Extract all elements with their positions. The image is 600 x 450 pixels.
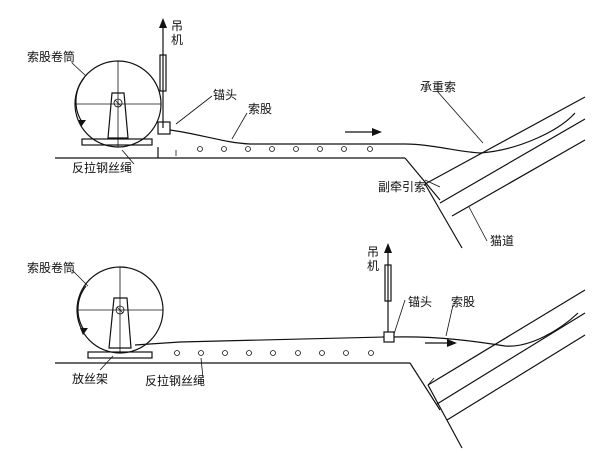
bottom-guide-rollers [174, 350, 374, 356]
top-reverse-rope-label: 反拉钢丝绳 [72, 160, 132, 175]
bottom-panel: 索股卷筒 吊机 锚头 索股 放丝架 反拉钢丝绳 [27, 243, 586, 449]
bottom-reverse-rope-label: 反拉钢丝绳 [145, 373, 205, 388]
top-platform [55, 147, 441, 201]
top-catwalk-label: 猫道 [490, 234, 514, 248]
bottom-strand-reel-label: 索股卷筒 [27, 260, 75, 275]
bottom-direction-arrow [425, 339, 457, 347]
bottom-strand-line [134, 336, 385, 346]
bottom-hoist [384, 243, 392, 332]
top-strand-reel-label: 索股卷筒 [27, 49, 75, 64]
bottom-catwalk [427, 289, 586, 449]
top-hoist [159, 18, 167, 128]
top-traction-cable-label: 副牵引索 [378, 180, 426, 194]
bottom-pay-off-frame-label: 放丝架 [72, 371, 108, 386]
top-guide-rollers [175, 146, 373, 156]
top-leader-lines [71, 62, 488, 242]
bottom-hoist-label: 吊机 [367, 245, 379, 273]
top-anchor-head-box [157, 121, 171, 135]
bottom-platform [55, 362, 441, 411]
top-direction-arrow [345, 128, 382, 136]
top-panel: 索股卷筒 吊机 锚头 索股 反拉钢丝绳 承重索 副牵引索 猫道 [27, 18, 586, 249]
top-strand-reel [74, 60, 162, 148]
top-anchor-head-label: 锚头 [213, 87, 237, 102]
bottom-strand-continuation [393, 312, 579, 347]
bottom-anchor-head-label: 锚头 [408, 294, 432, 309]
top-catwalk [424, 96, 586, 249]
bottom-strand-label: 索股 [451, 295, 475, 309]
bottom-leader-lines [71, 269, 454, 379]
top-strand-line [169, 112, 576, 154]
bottom-strand-reel [76, 266, 164, 359]
top-strand-label: 索股 [248, 102, 272, 116]
top-main-cable-label: 承重索 [420, 80, 456, 94]
top-hoist-label: 吊机 [171, 19, 183, 47]
bottom-anchor-head-box [383, 331, 395, 343]
